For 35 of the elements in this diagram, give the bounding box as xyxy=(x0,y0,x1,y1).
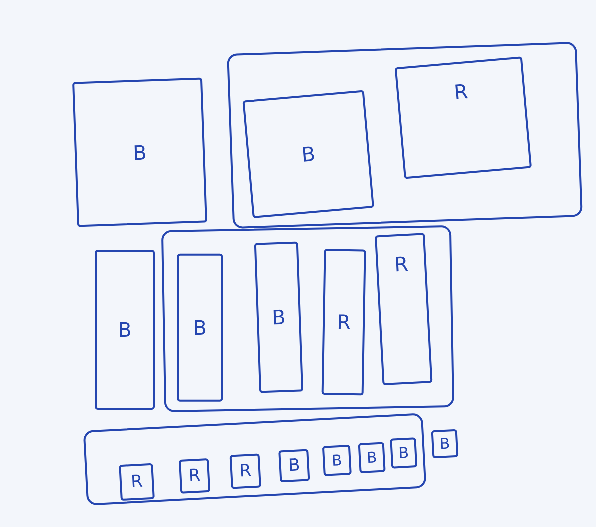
letter-box xyxy=(72,78,208,228)
letter-box xyxy=(177,254,224,402)
letter-label: B xyxy=(288,457,301,475)
letter-label: B xyxy=(439,436,451,452)
letter-box xyxy=(95,250,155,410)
letter-box xyxy=(322,445,352,476)
letter-label: R xyxy=(453,81,469,103)
letter-box xyxy=(119,463,155,502)
letter-box xyxy=(278,449,310,483)
letter-label: B xyxy=(366,450,378,466)
letter-box xyxy=(374,233,433,386)
letter-label: R xyxy=(188,467,202,485)
letter-box xyxy=(178,458,211,494)
letter-label: B xyxy=(332,452,343,468)
letter-label: B xyxy=(118,320,132,340)
letter-box xyxy=(254,242,304,394)
group-outline xyxy=(83,413,427,506)
letter-label: R xyxy=(239,462,252,480)
letter-box xyxy=(390,438,418,469)
letter-label: B xyxy=(398,445,410,461)
letter-box xyxy=(431,429,459,459)
letter-label: R xyxy=(130,473,144,491)
letter-label: B xyxy=(300,144,316,165)
letter-box xyxy=(358,442,386,474)
group-outline xyxy=(161,225,455,413)
letter-label: R xyxy=(394,254,409,275)
letter-box xyxy=(322,249,366,396)
group-outline xyxy=(227,42,583,230)
letter-box xyxy=(242,90,374,218)
letter-label: B xyxy=(272,307,286,328)
letter-label: B xyxy=(132,142,148,163)
letter-label: B xyxy=(193,318,207,338)
letter-label: R xyxy=(336,312,352,332)
letter-box xyxy=(394,56,532,180)
letter-box xyxy=(230,454,262,490)
